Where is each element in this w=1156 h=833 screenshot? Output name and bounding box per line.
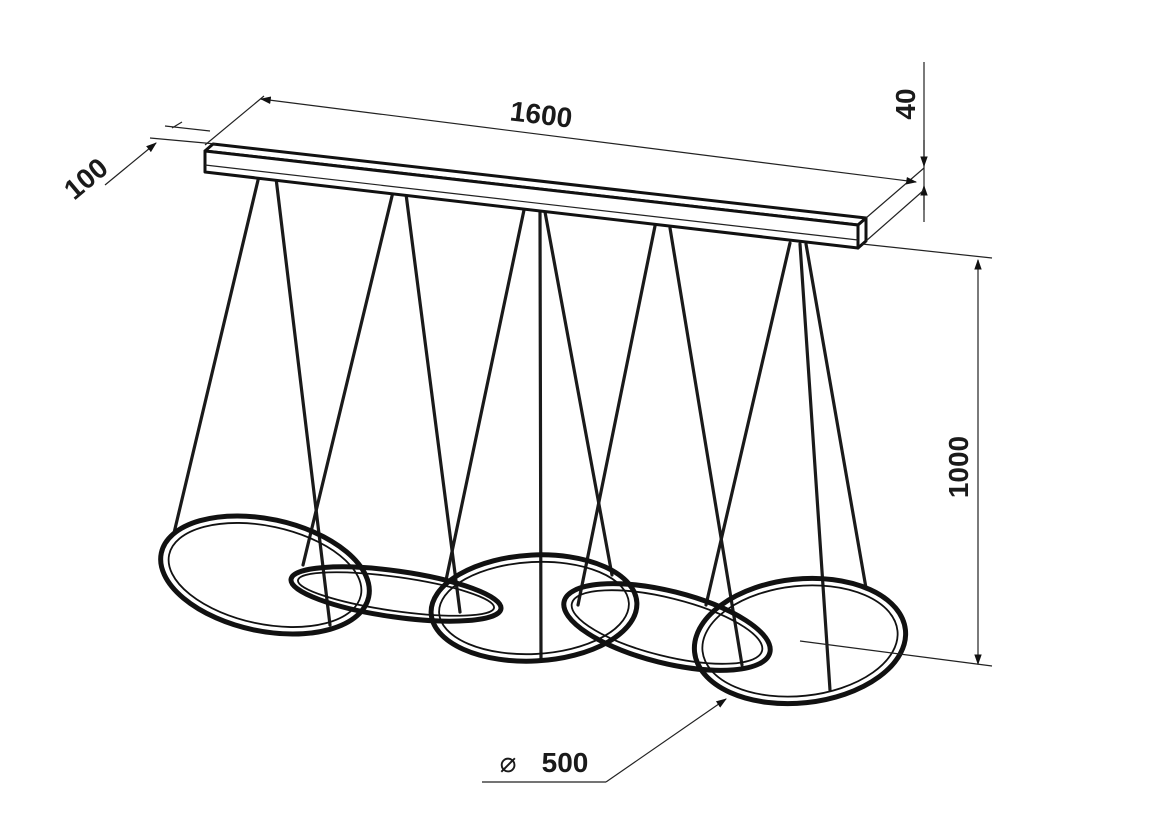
diameter-symbol: ⌀ — [500, 747, 517, 778]
dimension-drop-label: 1000 — [943, 436, 974, 498]
dimension-line-depth — [171, 121, 183, 129]
rings — [158, 513, 909, 707]
leader-line-diameter — [605, 698, 727, 783]
extension-line — [865, 167, 925, 219]
wire — [704, 241, 792, 607]
wire — [576, 224, 657, 607]
dimension-depth: 100 — [58, 121, 217, 206]
extension-line — [149, 137, 217, 145]
extension-line — [164, 125, 211, 132]
dimension-leader-depth — [104, 142, 157, 186]
extension-line — [861, 243, 993, 259]
ring-1 — [158, 513, 372, 637]
extension-line — [865, 189, 925, 242]
wire — [443, 208, 526, 587]
dimension-length-label: 1600 — [508, 95, 574, 133]
ceiling-bar — [203, 142, 868, 250]
dimension-line-length — [259, 96, 918, 185]
wire — [543, 210, 614, 577]
wire — [301, 190, 395, 567]
extension-line — [204, 95, 265, 146]
bar-end-face — [856, 216, 868, 250]
dimension-bar-height-label: 40 — [890, 88, 921, 119]
wire — [274, 176, 332, 627]
ring-3 — [428, 552, 640, 664]
dimension-diameter-label: 500 — [542, 747, 589, 778]
ring-2 — [288, 564, 504, 624]
wire — [798, 242, 832, 692]
dimension-drop: 1000 — [799, 243, 993, 667]
wire — [172, 174, 261, 535]
dimension-length: 1600 — [204, 95, 925, 219]
dimension-depth-label: 100 — [58, 152, 114, 206]
extension-line — [799, 640, 993, 667]
wire — [668, 226, 744, 667]
wire — [804, 242, 868, 590]
wire — [404, 192, 462, 614]
dimension-bar-height: 40 — [865, 62, 928, 242]
bar-edge-line — [204, 164, 859, 241]
wire — [538, 210, 543, 662]
ring-5 — [691, 575, 909, 707]
dimension-diameter: ⌀ 500 — [482, 698, 727, 783]
suspension-wires — [172, 174, 868, 692]
ring-4 — [561, 581, 773, 673]
bar-front-face — [203, 149, 860, 250]
